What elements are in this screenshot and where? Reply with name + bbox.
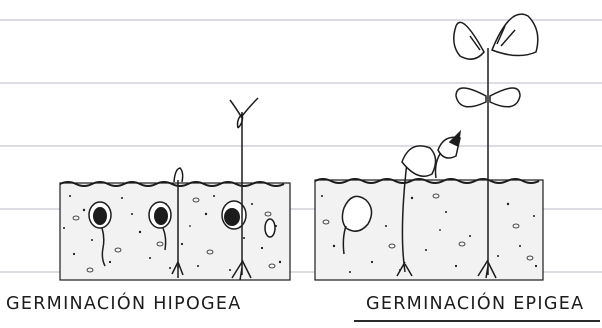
hypogeal-panel	[60, 98, 290, 280]
epigeal-panel	[315, 14, 543, 280]
shed-seed-coat	[265, 219, 275, 237]
shoot-tip	[174, 168, 183, 182]
epigeal-caption: GERMINACIÓN EPIGEA	[366, 294, 584, 314]
epigeal-caption-underline	[354, 320, 600, 322]
young-leaves	[230, 98, 258, 128]
cotyledon-left	[456, 88, 486, 107]
seed	[342, 196, 371, 231]
stem	[436, 154, 441, 178]
cotyledon	[402, 146, 436, 176]
leaf-left	[454, 22, 484, 59]
cotyledon-right	[490, 88, 520, 107]
hypogeal-caption: GERMINACIÓN HIPOGEA	[6, 294, 242, 314]
hypogeal-soil	[60, 183, 290, 280]
epigeal-seed-stage-3	[436, 132, 461, 178]
